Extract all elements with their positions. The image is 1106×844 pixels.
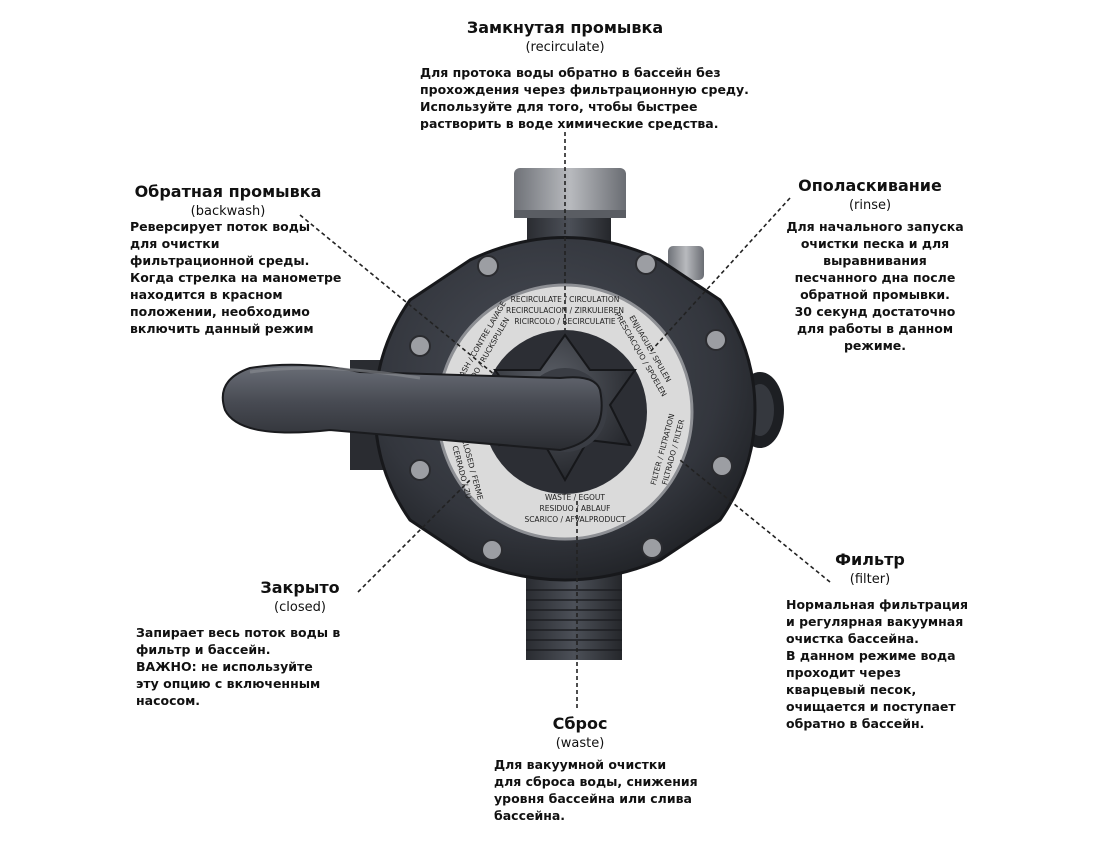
label-rinse: Ополаскивание (rinse)	[790, 176, 950, 213]
dial-text-waste-2: RESIDUO / ABLAUF	[540, 504, 611, 513]
title-closed: Закрыто	[260, 578, 340, 597]
desc-recirculate: Для протока воды обратно в бассейн без п…	[420, 65, 749, 130]
desc-backwash-block: Реверсирует поток воды для очистки фильт…	[130, 218, 350, 337]
body-bolts	[409, 253, 733, 561]
desc-waste: Для вакуумной очистки для сброса воды, с…	[494, 757, 698, 823]
leader-lines	[299, 132, 831, 708]
sub-backwash: (backwash)	[190, 204, 266, 219]
dial-text-waste-1: WASTE / EGOUT	[545, 493, 605, 502]
dial-text-recirculate-1: RECIRCULATE / CIRCULATION	[511, 295, 620, 304]
sub-rinse: (rinse)	[848, 198, 892, 213]
title-waste: Сброс	[552, 714, 608, 733]
label-waste: Сброс (waste)	[520, 714, 640, 751]
sub-filter: (filter)	[849, 572, 891, 587]
title-recirculate: Замкнутая промывка	[466, 18, 664, 37]
desc-waste-block: Для вакуумной очистки для сброса воды, с…	[494, 756, 714, 824]
desc-filter-block: Нормальная фильтрация и регулярная вакуу…	[786, 596, 986, 732]
leader-filter	[679, 459, 831, 583]
title-rinse: Ополаскивание	[798, 176, 942, 195]
leader-backwash	[299, 214, 496, 376]
sub-waste: (waste)	[555, 736, 605, 751]
desc-closed-block: Запирает весь поток воды в фильтр и басс…	[136, 624, 366, 709]
sub-closed: (closed)	[274, 600, 326, 615]
label-closed: Закрыто (closed)	[240, 578, 360, 615]
dial-text-waste-3: SCARICO / AFVALPRODUCT	[524, 515, 626, 524]
desc-rinse-block: Для начального запуска очистки песка и д…	[780, 218, 970, 354]
label-filter: Фильтр (filter)	[800, 550, 940, 587]
desc-backwash: Реверсирует поток воды для очистки фильт…	[130, 219, 342, 336]
title-filter: Фильтр	[835, 550, 905, 569]
valve-handle[interactable]	[221, 363, 603, 452]
desc-rinse: Для начального запуска очистки песка и д…	[786, 219, 964, 353]
label-backwash: Обратная промывка (backwash)	[128, 182, 328, 219]
leader-closed	[357, 479, 471, 593]
desc-filter: Нормальная фильтрация и регулярная вакуу…	[786, 597, 969, 731]
label-recirculate: Замкнутая промывка (recirculate)	[420, 18, 710, 55]
sub-recirculate: (recirculate)	[525, 40, 605, 55]
title-backwash: Обратная промывка	[134, 182, 322, 201]
desc-recirculate-block: Для протока воды обратно в бассейн без п…	[420, 64, 750, 130]
desc-closed: Запирает весь поток воды в фильтр и басс…	[136, 625, 341, 708]
